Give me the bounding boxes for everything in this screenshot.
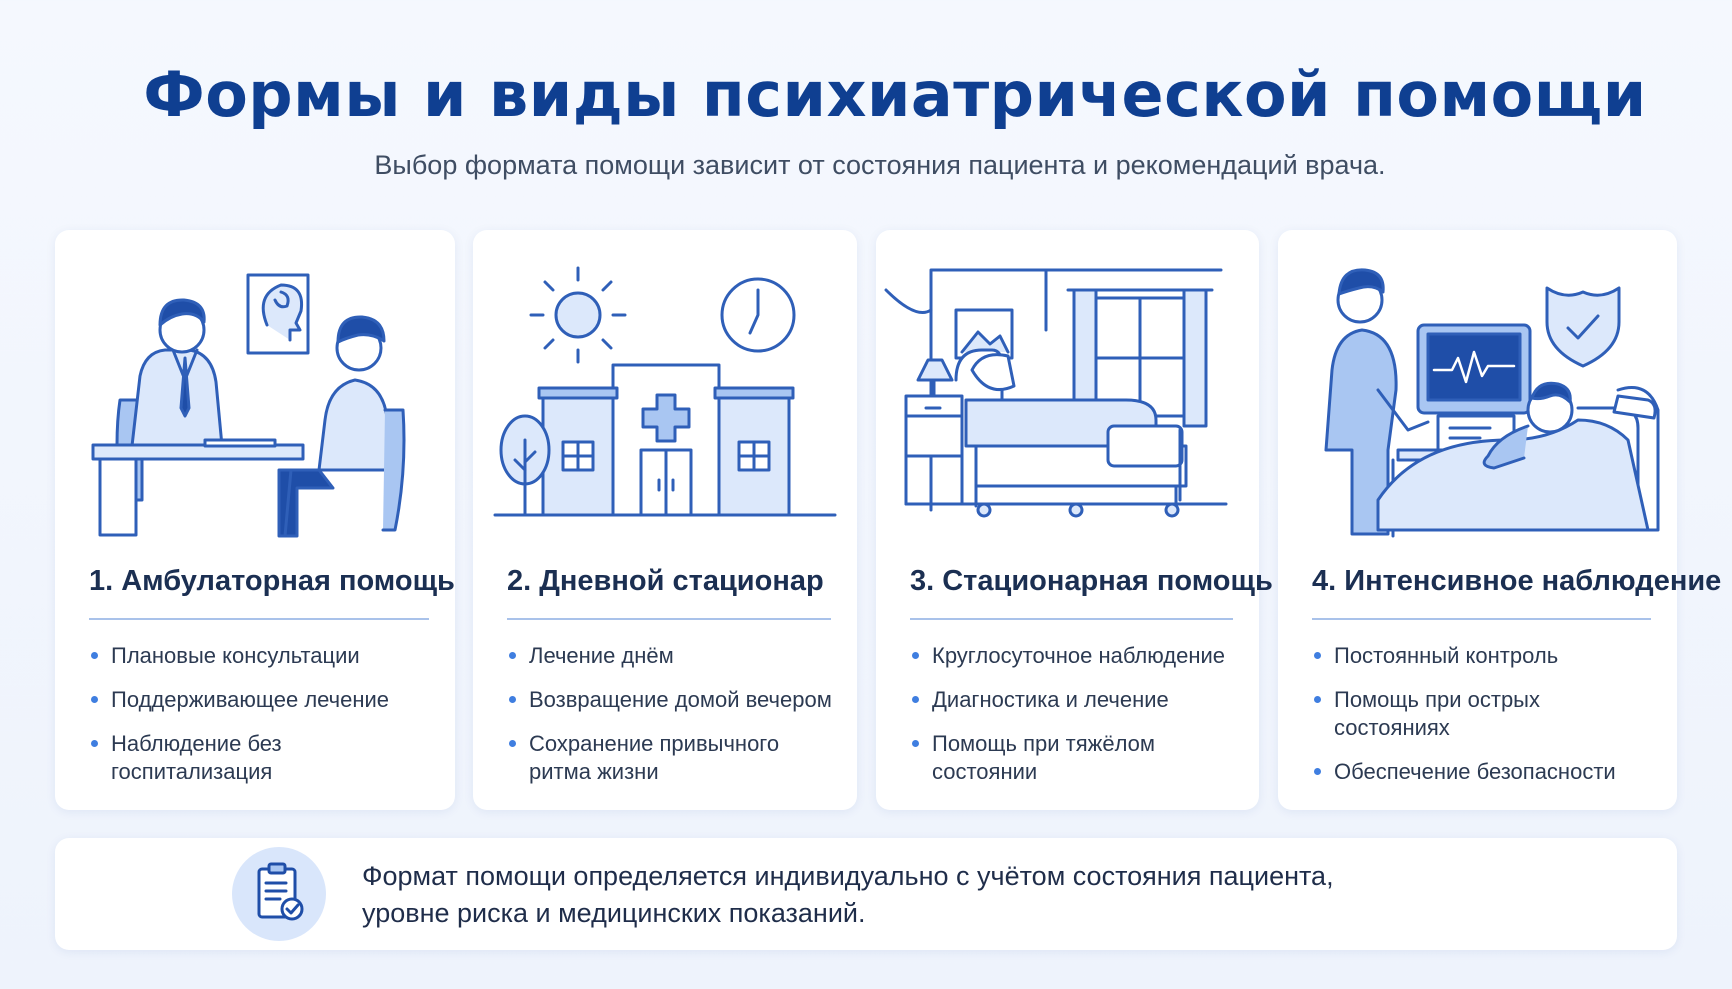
clipboard-check-icon	[232, 847, 326, 941]
info-note: Формат помощи определяется индивидуально…	[55, 838, 1677, 950]
card-bullets: Постоянный контроль Помощь при острых со…	[1314, 642, 1657, 802]
card-bullets: Круглосуточное наблюдение Диагностика и …	[912, 642, 1239, 802]
card-bullets: Лечение днём Возвращение домой вечером С…	[509, 642, 837, 802]
divider	[89, 618, 429, 620]
card-bullets: Плановые консультации Поддерживающее леч…	[91, 642, 435, 802]
card-day-hospital: 2. Дневной стационар Лечение днём Возвра…	[473, 230, 857, 810]
card-title: 4. Интенсивное наблюдение	[1312, 565, 1722, 597]
card-title: 1. Амбулаторная помощь	[89, 565, 455, 597]
list-item: Сохранение привычного ритма жизни	[509, 730, 837, 786]
hospital-bed-icon	[876, 230, 1259, 540]
list-item: Возвращение домой вечером	[509, 686, 837, 714]
note-text: Формат помощи определяется индивидуально…	[362, 858, 1562, 932]
divider	[1312, 618, 1651, 620]
list-item: Круглосуточное наблюдение	[912, 642, 1239, 670]
list-item: Обеспечение безопасности	[1314, 758, 1657, 786]
list-item: Диагностика и лечение	[912, 686, 1239, 714]
page-title: Формы и виды психиатрической помощи	[143, 58, 1647, 131]
list-item: Лечение днём	[509, 642, 837, 670]
list-item: Постоянный контроль	[1314, 642, 1657, 670]
page-subtitle: Выбор формата помощи зависит от состояни…	[374, 150, 1386, 180]
card-title: 2. Дневной стационар	[507, 565, 824, 597]
card-inpatient: 3. Стационарная помощь Круглосуточное на…	[876, 230, 1273, 810]
card-intensive-care: 4. Интенсивное наблюдение Постоянный кон…	[1278, 230, 1722, 810]
card-outpatient: 1. Амбулаторная помощь Плановые консульт…	[55, 230, 455, 810]
note-line: Формат помощи определяется индивидуально…	[362, 861, 1334, 891]
divider	[507, 618, 831, 620]
note-line: уровне риска и медицинских показаний.	[362, 898, 866, 928]
list-item: Плановые консультации	[91, 642, 435, 670]
list-item: Помощь при тяжёлом состоянии	[912, 730, 1239, 786]
list-item: Помощь при острых состояниях	[1314, 686, 1657, 742]
patient-monitor-icon	[1278, 230, 1677, 540]
day-hospital-icon	[473, 230, 857, 540]
divider	[910, 618, 1233, 620]
doctor-consultation-icon	[55, 230, 455, 540]
card-title: 3. Стационарная помощь	[910, 565, 1273, 597]
list-item: Наблюдение без госпитализация	[91, 730, 435, 786]
list-item: Поддерживающее лечение	[91, 686, 435, 714]
